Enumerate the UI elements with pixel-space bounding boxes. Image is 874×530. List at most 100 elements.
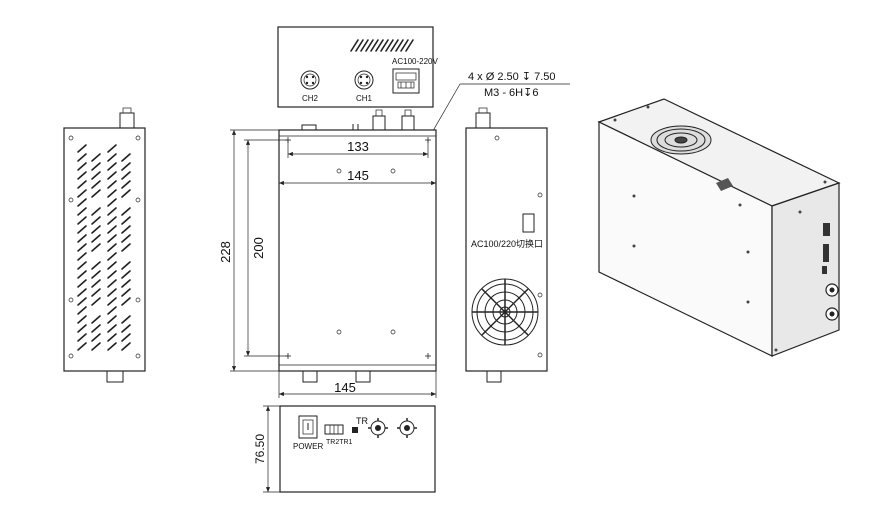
vent-slot xyxy=(121,171,131,180)
vent-slot xyxy=(107,153,117,162)
vent-slot xyxy=(107,189,117,198)
vent-slot xyxy=(77,189,87,198)
vent-slot xyxy=(77,306,87,315)
vent-slot xyxy=(77,234,87,243)
knob-1 xyxy=(368,418,388,438)
vent-slot xyxy=(77,279,87,288)
front-plan-view: 133 145 145 228 200 xyxy=(218,109,437,398)
vent-slot xyxy=(107,198,117,207)
callout-line-1: 4 x Ø 2.50 ↧ 7.50 xyxy=(468,71,556,83)
vent-slot xyxy=(77,270,87,279)
vent-slot xyxy=(91,171,101,180)
vent-slot xyxy=(91,261,101,270)
ac-inlet xyxy=(392,68,420,94)
dim-145-top: 145 xyxy=(347,168,369,183)
vent-slot xyxy=(121,279,131,288)
vent-slot xyxy=(107,180,117,189)
vent-slot xyxy=(121,189,131,198)
vent-slot xyxy=(107,207,117,216)
vent-slot xyxy=(77,225,87,234)
vent-slot xyxy=(107,261,117,270)
ch2-connector xyxy=(300,70,320,90)
vent-slot xyxy=(91,243,101,252)
left-top-connector xyxy=(119,112,135,129)
vent-slot xyxy=(121,162,131,171)
vent-slot xyxy=(107,324,117,333)
vent-slot xyxy=(77,261,87,270)
iso-vent xyxy=(716,178,733,191)
left-bottom-foot xyxy=(106,370,124,383)
vent-slot xyxy=(77,171,87,180)
vent-slot xyxy=(77,144,87,153)
callout-line-2: M3 - 6H↧6 xyxy=(484,87,538,99)
vent-slot xyxy=(107,288,117,297)
tr-small-label: TR xyxy=(356,416,368,426)
vent-slot xyxy=(121,324,131,333)
front-plan-outline xyxy=(278,129,437,372)
vent-slot xyxy=(107,144,117,153)
vent-slot xyxy=(121,261,131,270)
vent-slot xyxy=(91,342,101,351)
voltage-switch-label: AC100/220切换口 xyxy=(471,238,543,249)
isometric-view xyxy=(597,98,841,357)
vent-slot xyxy=(107,297,117,306)
vent-slot xyxy=(77,288,87,297)
vent-slot xyxy=(107,171,117,180)
vent-slot xyxy=(91,189,101,198)
vent-slot xyxy=(121,243,131,252)
ch1-connector xyxy=(354,70,374,90)
vent-slot xyxy=(121,180,131,189)
iso-power-switch xyxy=(823,223,830,236)
vent-slot xyxy=(77,252,87,261)
ac-voltage-label: AC100-220V xyxy=(392,57,438,66)
vent-slot xyxy=(77,324,87,333)
top-connector-view: CH2 CH1 AC100-220V xyxy=(277,26,438,108)
right-side-view: AC100/220切换口 xyxy=(465,107,548,383)
vent-slot xyxy=(77,198,87,207)
vent-slot xyxy=(107,342,117,351)
knob-2 xyxy=(397,418,417,438)
tr-label: TR2TR1 xyxy=(326,439,353,446)
left-side-outline xyxy=(63,127,146,372)
vent-slot xyxy=(107,243,117,252)
vent-slot xyxy=(77,297,87,306)
vent-slot xyxy=(77,342,87,351)
vent-slot xyxy=(107,162,117,171)
vent-slot xyxy=(121,234,131,243)
power-switch xyxy=(298,415,318,439)
left-side-view xyxy=(63,107,146,383)
vent-slot xyxy=(107,279,117,288)
vent-slot xyxy=(91,153,101,162)
voltage-switch xyxy=(522,213,535,233)
vent-slot xyxy=(91,216,101,225)
vent-slot xyxy=(121,333,131,342)
power-label: POWER xyxy=(293,442,323,451)
vent-slot xyxy=(77,315,87,324)
ch1-label: CH1 xyxy=(356,94,373,103)
iso-knobs xyxy=(825,283,839,321)
vent-slot xyxy=(107,216,117,225)
hole-callout: 4 x Ø 2.50 ↧ 7.50 M3 - 6H↧6 xyxy=(429,71,570,137)
vent-slot xyxy=(121,315,131,324)
vent-slot xyxy=(91,207,101,216)
vent-slot xyxy=(121,216,131,225)
vent-slot xyxy=(77,207,87,216)
vent-slot xyxy=(107,252,117,261)
vent-slot xyxy=(107,306,117,315)
vent-slot xyxy=(121,270,131,279)
vent-slot xyxy=(77,180,87,189)
vent-slot xyxy=(107,225,117,234)
left-vent-slots xyxy=(77,144,131,351)
vent-slot xyxy=(91,180,101,189)
vent-slot xyxy=(91,234,101,243)
vent-slot xyxy=(77,162,87,171)
tr-indicator xyxy=(352,427,358,433)
vent-slot xyxy=(121,288,131,297)
vent-slot xyxy=(121,153,131,162)
ch2-label: CH2 xyxy=(302,94,319,103)
fan-grille xyxy=(471,278,539,346)
vent-slot xyxy=(77,153,87,162)
vent-slot xyxy=(91,279,101,288)
vent-slot xyxy=(91,162,101,171)
